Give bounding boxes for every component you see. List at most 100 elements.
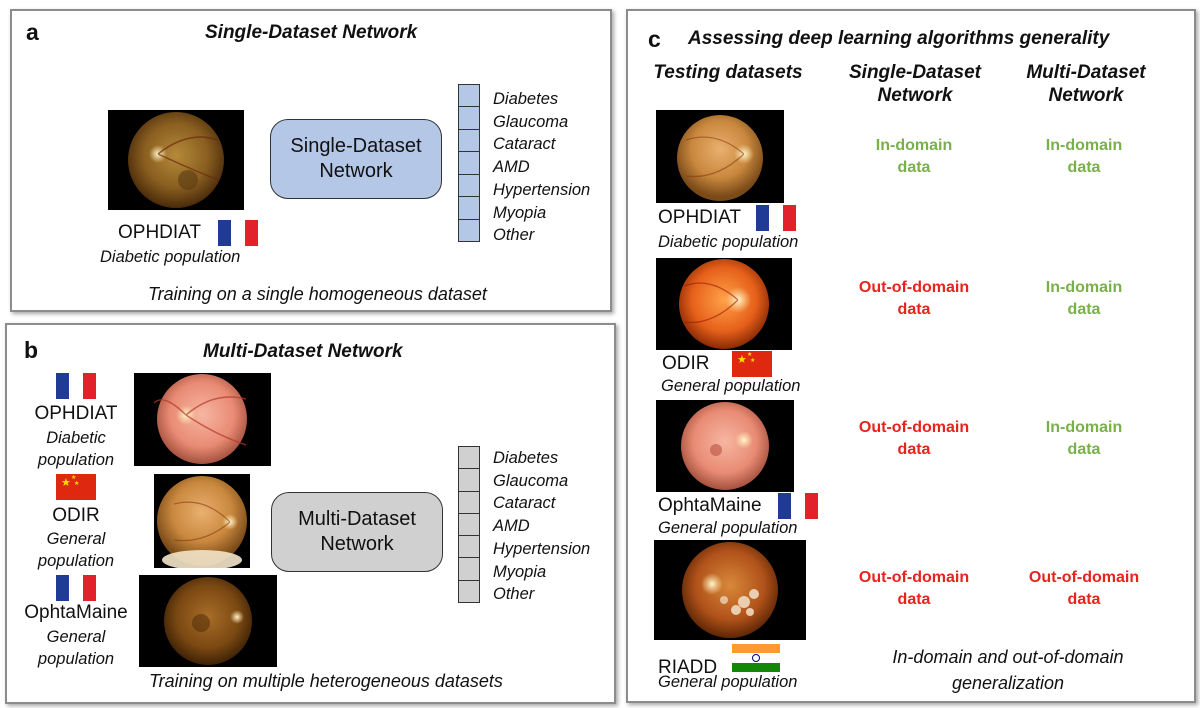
output-cell [458, 84, 480, 108]
output-cell [458, 107, 480, 130]
output-label: Other [493, 226, 535, 245]
dataset-name-ophdiat-b: OPHDIAT [34, 403, 118, 424]
fundus-svg [164, 577, 252, 665]
column-header-multi: Multi-Dataset Network [996, 61, 1176, 107]
india-flag-icon [732, 644, 780, 672]
column-header-multi-line1: Multi-Dataset [1026, 62, 1146, 83]
output-cell [458, 174, 480, 198]
fundus-image-odir-b [154, 474, 250, 568]
output-cell [458, 469, 480, 492]
france-flag-icon [218, 220, 258, 246]
column-header-single-line2: Network [877, 85, 953, 106]
column-header-single: Single-Dataset Network [820, 61, 1010, 107]
status-text-line2: data [897, 301, 931, 318]
fundus-image-riadd-c [654, 540, 806, 640]
panel-b-title: Multi-Dataset Network [203, 341, 403, 362]
dataset-population-riadd-c: General population [658, 673, 798, 691]
output-label: Glaucoma [493, 471, 569, 490]
output-label: Hypertension [493, 539, 591, 558]
china-flag-icon: ★ ★ ★ [732, 351, 772, 377]
panel-a-letter: a [26, 19, 39, 45]
panel-a-caption: Training on a single homogeneous dataset [148, 284, 487, 304]
panel-c: c Assessing deep learning algorithms gen… [626, 9, 1196, 703]
dataset-population-ophdiat-c: Diabetic population [658, 233, 799, 251]
status-text-line1: In-domain [1045, 419, 1123, 436]
fundus-svg [153, 374, 247, 464]
status-single-ophtamaine: Out-of-domain data [834, 417, 994, 461]
panel-a: a Single-Dataset Network OPHDIAT Diabeti… [10, 9, 612, 312]
output-label: Hypertension [493, 180, 591, 199]
france-flag-icon [778, 493, 818, 519]
output-labels-b: Diabetes Glaucoma Cataract AMD Hypertens… [493, 447, 590, 606]
output-label: Diabetes [493, 449, 559, 467]
output-label: Myopia [493, 562, 547, 581]
status-text-line1: In-domain [1045, 279, 1123, 296]
output-labels-a: Diabetes Glaucoma Cataract AMD Hypertens… [493, 88, 590, 247]
output-cell [458, 129, 480, 153]
panel-c-caption-line2: generalization [951, 673, 1065, 693]
panel-a-title: Single-Dataset Network [205, 22, 418, 43]
status-multi-ophdiat: In-domain data [1004, 135, 1164, 179]
panel-c-caption: In-domain and out-of-domain generalizati… [843, 644, 1173, 696]
fundus-svg [157, 476, 247, 568]
panel-c-title: Assessing deep learning algorithms gener… [688, 28, 1110, 49]
panel-b-caption: Training on multiple heterogeneous datas… [149, 671, 503, 691]
network-label-line1: Multi-Dataset [298, 508, 416, 530]
fundus-svg [681, 402, 769, 490]
fundus-image-ophdiat-a [108, 110, 244, 210]
status-text-line2: data [1067, 441, 1101, 458]
panel-b-letter: b [24, 337, 39, 363]
dataset-population-odir-b-2: population [37, 552, 115, 570]
status-multi-ophtamaine: In-domain data [1004, 417, 1164, 461]
dataset-population-ophtamaine-b-2: population [37, 650, 115, 668]
status-text-line1: Out-of-domain [1028, 569, 1140, 586]
status-single-odir: Out-of-domain data [834, 277, 994, 321]
status-text-line2: data [1067, 159, 1101, 176]
status-single-riadd: Out-of-domain data [834, 567, 994, 611]
panel-b: b Multi-Dataset Network OPHDIAT Diabetic… [5, 323, 616, 704]
output-cell [458, 491, 480, 514]
status-text-line2: data [1067, 301, 1101, 318]
status-text-line1: Out-of-domain [858, 419, 970, 436]
dataset-name-odir-b: ODIR [52, 505, 100, 526]
status-text-line1: Out-of-domain [858, 279, 970, 296]
output-cell [458, 152, 480, 175]
dataset-population-ophdiat-a: Diabetic population [100, 248, 241, 266]
status-text-line1: In-domain [875, 137, 953, 154]
column-header-single-line1: Single-Dataset [849, 62, 981, 83]
network-label-line2: Network [320, 533, 394, 555]
status-single-ophdiat: In-domain data [834, 135, 994, 179]
dataset-name-ophtamaine-c: OphtaMaine [658, 495, 762, 516]
dataset-name-riadd-c: RIADD [658, 657, 718, 678]
output-label: Myopia [493, 203, 547, 222]
output-cell [458, 197, 480, 220]
fundus-svg [679, 259, 769, 349]
panel-c-caption-line1: In-domain and out-of-domain [892, 647, 1124, 667]
fundus-svg [128, 112, 224, 208]
output-cell [458, 536, 480, 559]
fundus-image-ophtamaine-c [656, 400, 794, 492]
dataset-name-ophtamaine-b: OphtaMaine [24, 602, 128, 623]
output-stack-b [458, 446, 480, 603]
output-cell [458, 513, 480, 537]
output-label: Diabetes [493, 90, 559, 108]
dataset-name-ophdiat-c: OPHDIAT [658, 207, 742, 228]
france-flag-icon [56, 373, 96, 399]
china-flag-icon: ★ ★ ★ [56, 474, 96, 500]
fundus-svg [682, 542, 778, 638]
output-label: AMD [493, 158, 530, 177]
dataset-population-ophdiat-b-2: population [37, 451, 115, 469]
dataset-population-ophdiat-b-1: Diabetic [46, 429, 106, 447]
network-label-line2: Network [319, 160, 393, 182]
fundus-image-odir-c [656, 258, 792, 350]
output-label: Cataract [493, 135, 556, 154]
dataset-population-ophtamaine-c: General population [658, 519, 798, 537]
dataset-population-odir-c: General population [661, 377, 801, 395]
dataset-name-ophdiat-a: OPHDIAT [118, 222, 202, 243]
output-cell [458, 580, 480, 603]
output-cell [458, 446, 480, 470]
status-text-line2: data [897, 591, 931, 608]
output-cell [458, 219, 480, 242]
fundus-image-ophdiat-c [656, 110, 784, 203]
